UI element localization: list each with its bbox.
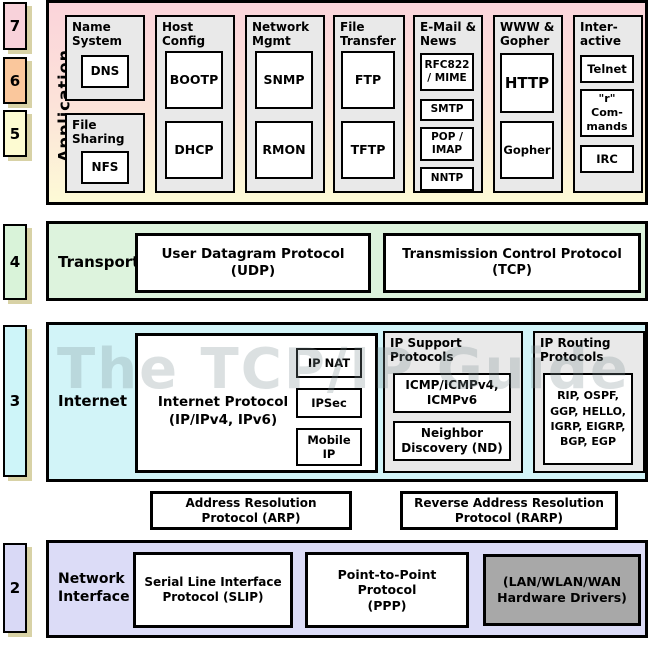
protocol-box-nntp: NNTP [420,167,474,191]
protocol-box-nfs: NFS [81,151,129,184]
protocol-box-hardware-drivers: (LAN/WLAN/WAN Hardware Drivers) [483,554,641,626]
group-name-system: Name System DNS [65,15,145,101]
layer-badge-4: 4 [3,224,27,300]
group-network-mgmt-header: Network Mgmt [252,20,310,49]
transport-layer-label: Transport [58,253,140,271]
group-host-config-header: Host Config [162,20,206,49]
protocol-box-ip-nat: IP NAT [296,348,362,378]
group-interactive-header: Inter- active [580,20,622,49]
protocol-box-dhcp: DHCP [165,121,223,179]
protocol-box-pop-imap: POP / IMAP [420,127,474,161]
group-network-mgmt: Network Mgmt SNMP RMON [245,15,325,193]
protocol-box-telnet: Telnet [580,55,634,83]
group-www-gopher-header: WWW & Gopher [500,20,555,49]
protocol-box-irc: IRC [580,145,634,173]
group-email-news-header: E-Mail & News [420,20,477,49]
protocol-box-gopher: Gopher [500,121,554,179]
protocol-box-http: HTTP [500,53,554,113]
protocol-box-rmon: RMON [255,121,313,179]
protocol-box-mobile-ip: Mobile IP [296,428,362,466]
group-file-sharing-header: File Sharing [72,118,125,147]
internet-layer-label: Internet [58,392,128,410]
protocol-box-neighbor-discovery: Neighbor Discovery (ND) [393,421,511,461]
protocol-box-r-commands: "r" Com- mands [580,89,634,137]
protocol-box-internet-protocol: Internet Protocol (IP/IPv4, IPv6) IP NAT… [135,333,378,473]
network-interface-layer-panel: Network Interface Serial Line Interface … [46,540,648,638]
protocol-box-arp: Address Resolution Protocol (ARP) [150,491,352,530]
protocol-box-ftp: FTP [341,51,395,109]
protocol-box-ipsec: IPSec [296,388,362,418]
network-interface-layer-label: Network Interface [58,571,130,606]
protocol-box-rarp: Reverse Address Resolution Protocol (RAR… [400,491,618,530]
group-email-news: E-Mail & News RFC822 / MIME SMTP POP / I… [413,15,483,193]
layer-badge-7: 7 [3,2,27,50]
group-www-gopher: WWW & Gopher HTTP Gopher [493,15,563,193]
protocol-box-icmp: ICMP/ICMPv4, ICMPv6 [393,373,511,413]
group-ip-routing-header: IP Routing Protocols [540,336,611,365]
protocol-box-bootp: BOOTP [165,51,223,109]
internet-layer-panel: Internet Internet Protocol (IP/IPv4, IPv… [46,322,648,482]
protocol-box-slip: Serial Line Interface Protocol (SLIP) [133,552,293,628]
protocol-box-ppp: Point-to-Point Protocol (PPP) [305,552,469,628]
transport-layer-panel: Transport User Datagram Protocol (UDP) T… [46,221,648,301]
layer-badge-6: 6 [3,57,27,104]
layer-badge-5: 5 [3,110,27,157]
protocol-box-udp: User Datagram Protocol (UDP) [135,233,371,293]
group-ip-support-header: IP Support Protocols [390,336,462,365]
group-host-config: Host Config BOOTP DHCP [155,15,235,193]
internet-protocol-label: Internet Protocol (IP/IPv4, IPv6) [157,394,289,428]
protocol-box-rfc822-mime: RFC822 / MIME [420,53,474,91]
group-name-system-header: Name System [72,20,122,49]
group-file-sharing: File Sharing NFS [65,113,145,193]
group-interactive: Inter- active Telnet "r" Com- mands IRC [573,15,643,193]
protocol-box-tcp: Transmission Control Protocol (TCP) [383,233,641,293]
application-layer-panel: Application Name System DNS File Sharing… [46,0,648,205]
group-file-transfer: File Transfer FTP TFTP [333,15,405,193]
protocol-box-snmp: SNMP [255,51,313,109]
protocol-box-routing-protocols: RIP, OSPF, GGP, HELLO, IGRP, EIGRP, BGP,… [543,373,633,465]
protocol-box-tftp: TFTP [341,121,395,179]
layer-badge-2: 2 [3,543,27,633]
protocol-box-smtp: SMTP [420,99,474,121]
layer-badge-3: 3 [3,325,27,477]
group-ip-routing-protocols: IP Routing Protocols RIP, OSPF, GGP, HEL… [533,331,645,473]
group-ip-support-protocols: IP Support Protocols ICMP/ICMPv4, ICMPv6… [383,331,523,473]
group-file-transfer-header: File Transfer [340,20,396,49]
protocol-box-dns: DNS [81,55,129,88]
